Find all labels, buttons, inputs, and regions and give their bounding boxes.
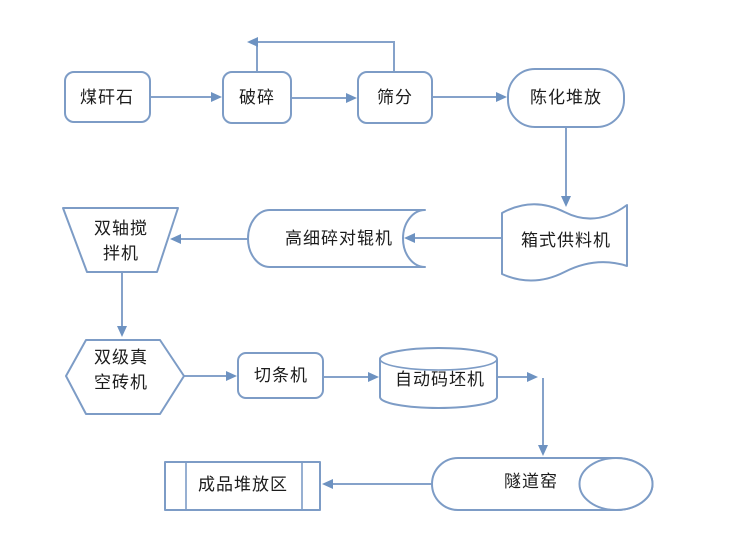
- node-tunnel-kiln: 隧道窑: [431, 457, 654, 511]
- arrowhead-coal-to-crushing: [211, 92, 222, 102]
- node-vacuum-press-label-line1: 双级真: [94, 348, 148, 368]
- node-product-area-shape: [164, 461, 321, 511]
- node-mixer: 双轴搅 拌机: [62, 207, 179, 273]
- node-stacker-label: 自动码坯机: [395, 370, 485, 390]
- node-fine-roller: 高细碎对辊机: [247, 209, 426, 268]
- node-coal-gangue-shape: [64, 71, 151, 123]
- node-aging-storage-shape: [507, 68, 625, 128]
- connectors: [117, 37, 571, 489]
- arrowhead-mixer-to-press: [117, 326, 127, 337]
- node-coal-gangue: 煤矸石: [64, 71, 151, 123]
- connector-screening-to-crushing-loop: [256, 41, 395, 72]
- arrowhead-aging-to-boxfeeder: [561, 196, 571, 207]
- node-mixer-label-line1: 双轴搅: [94, 219, 148, 239]
- node-product-area-label: 成品堆放区: [198, 475, 288, 495]
- arrowhead-roller-to-mixer: [170, 234, 181, 244]
- node-box-feeder: 箱式供料机: [501, 203, 628, 282]
- node-aging-storage-label: 陈化堆放: [530, 88, 602, 108]
- node-coal-gangue-label: 煤矸石: [80, 88, 134, 108]
- node-cutter-shape: [237, 352, 324, 399]
- node-aging-storage: 陈化堆放: [507, 68, 625, 128]
- node-box-feeder-label: 箱式供料机: [521, 231, 611, 251]
- node-tunnel-kiln-end-ellipse: [578, 457, 654, 511]
- arrowhead-screening-to-crushing-loop: [247, 37, 258, 47]
- node-fine-roller-label: 高细碎对辊机: [285, 229, 393, 249]
- node-screening-label: 筛分: [377, 88, 413, 108]
- node-vacuum-press-shape: [65, 339, 185, 415]
- arrowhead-kiln-to-product: [322, 479, 333, 489]
- node-vacuum-press-label-line2: 空砖机: [94, 373, 148, 393]
- node-stacker: 自动码坯机: [379, 347, 498, 409]
- arrowhead-boxfeeder-to-roller: [404, 233, 415, 243]
- node-stacker-top-rim: [379, 358, 498, 371]
- node-screening: 筛分: [357, 71, 433, 124]
- node-tunnel-kiln-label: 隧道窑: [504, 472, 558, 492]
- arrowhead-press-to-cutter: [226, 371, 237, 381]
- arrowhead-stacker-right: [527, 372, 538, 382]
- node-crushing-shape: [222, 71, 292, 124]
- node-product-area: 成品堆放区: [164, 461, 321, 511]
- arrowhead-screening-to-aging: [496, 92, 507, 102]
- node-mixer-shape: [62, 207, 179, 273]
- node-crushing-label: 破碎: [239, 88, 275, 108]
- arrowhead-stacker-to-kiln: [538, 445, 548, 456]
- node-mixer-label-line2: 拌机: [103, 244, 139, 264]
- arrowhead-cutter-to-stacker: [368, 372, 379, 382]
- node-stacker-body: [379, 347, 498, 409]
- node-fine-roller-shape: [247, 209, 426, 268]
- node-vacuum-press: 双级真 空砖机: [65, 339, 185, 415]
- node-cutter-label: 切条机: [254, 366, 308, 386]
- arrowhead-crushing-to-screening: [346, 93, 357, 103]
- node-box-feeder-shape: [501, 203, 628, 282]
- node-crushing: 破碎: [222, 71, 292, 124]
- node-screening-shape: [357, 71, 433, 124]
- node-cutter: 切条机: [237, 352, 324, 399]
